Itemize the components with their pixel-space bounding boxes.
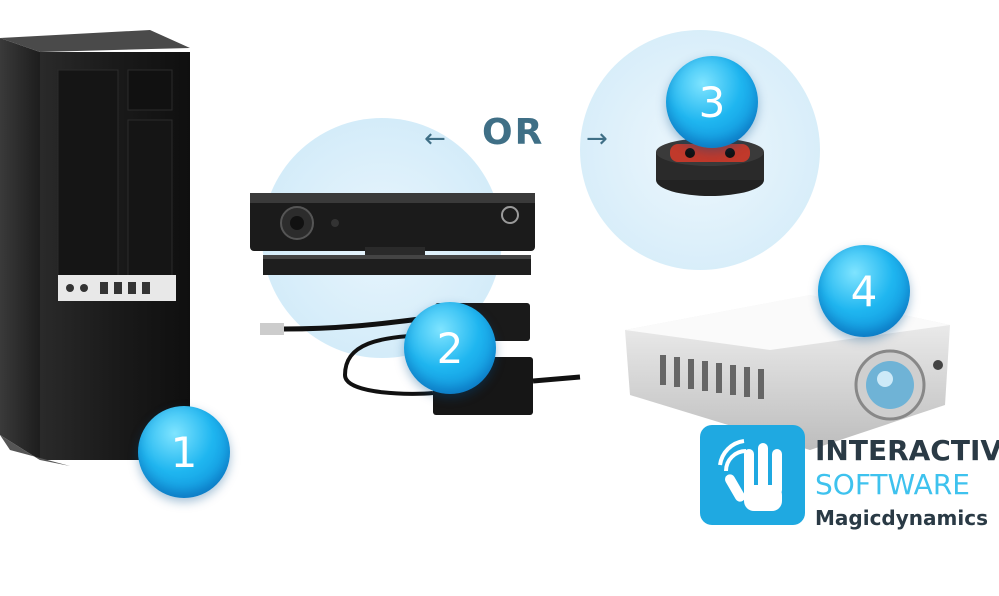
kinect-sensor — [250, 193, 535, 275]
step-badge-4: 4 — [818, 245, 910, 337]
brand-logo-icon — [700, 425, 805, 525]
right-arrow-icon: → — [586, 124, 608, 154]
brand-line-3: Magicdynamics — [815, 506, 988, 530]
step-badge-2: 2 — [404, 302, 496, 394]
left-arrow-icon: ← — [424, 124, 446, 154]
step-badge-1: 1 — [138, 406, 230, 498]
brand-line-1: INTERACTIVE — [815, 434, 999, 467]
or-label: OR — [482, 112, 545, 153]
brand-line-2: SOFTWARE — [815, 468, 970, 501]
depth-sensor — [656, 138, 764, 196]
pc-tower — [0, 30, 190, 466]
step-badge-3: 3 — [666, 56, 758, 148]
